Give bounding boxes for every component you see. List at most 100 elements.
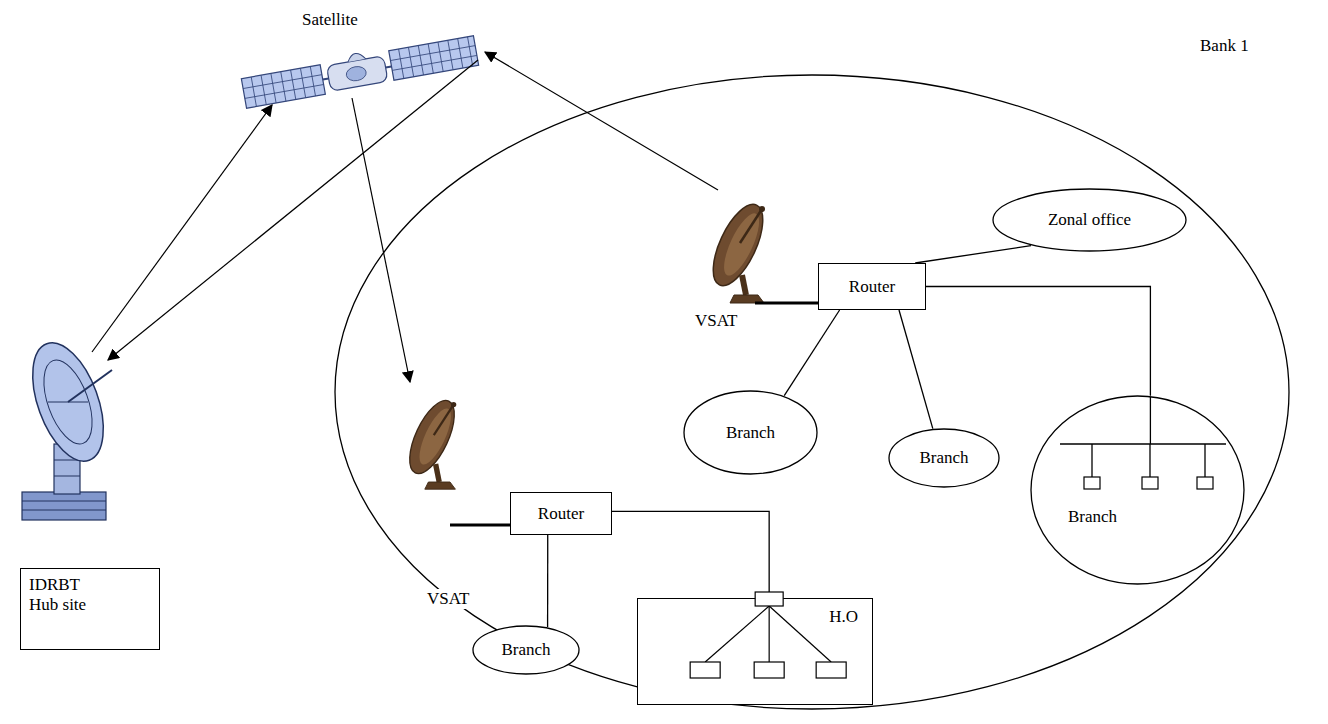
dish-mast: [436, 464, 440, 482]
lan-terminal: [1084, 477, 1100, 489]
dish-bowl: [401, 394, 464, 479]
lan-hub: [755, 592, 783, 606]
panel-grid: [271, 73, 276, 103]
panel-grid: [392, 55, 477, 70]
branch-office: Branch: [472, 625, 580, 675]
connector-line: [612, 511, 769, 598]
platform-stripe: [22, 510, 106, 511]
zonal-office: Zonal office: [992, 188, 1187, 252]
dish-feed: [434, 405, 454, 436]
node-label: Router: [538, 504, 584, 524]
node-label: Branch: [1068, 507, 1117, 527]
lan-terminal: [1197, 477, 1213, 489]
dish-base: [425, 482, 456, 489]
satellite-arm: [323, 79, 329, 80]
vsat-cable: [450, 524, 510, 527]
panel-grid: [399, 49, 404, 79]
panel-grid: [438, 42, 443, 72]
satellite-antenna: [347, 52, 366, 62]
dish-inner: [413, 405, 457, 469]
lan-link: [705, 606, 769, 662]
dish-bowl: [703, 198, 773, 293]
dish-mast: [742, 275, 746, 295]
branch-lan: Branch: [1030, 395, 1245, 585]
panel-grid: [281, 72, 286, 102]
node-label: Zonal office: [1048, 210, 1131, 230]
node-label: Branch: [726, 423, 775, 443]
vsat-cable: [755, 302, 818, 305]
satellite-icon: [240, 33, 478, 108]
lan-terminal: [690, 662, 720, 678]
solar-panel: [241, 65, 325, 108]
panel-grid: [243, 75, 322, 89]
panel-grid: [300, 68, 305, 98]
connector-line: [899, 310, 933, 429]
panel-grid: [418, 45, 423, 75]
lan-link: [769, 606, 831, 662]
tower-stripe: [54, 476, 80, 477]
lan-terminal: [1142, 477, 1158, 489]
satellite-label: Satellite: [300, 10, 360, 30]
lan-drop: [1150, 397, 1151, 444]
vsat-dish: [703, 198, 773, 303]
node-label: Router: [849, 277, 895, 297]
panel-grid: [251, 77, 256, 107]
lan-tap: [1204, 444, 1205, 477]
branch-office-shape: [684, 391, 817, 474]
satellite-arm: [386, 66, 392, 67]
node-label: Bank 1: [1200, 36, 1249, 56]
lan-link: [769, 606, 770, 662]
panel-grid: [428, 44, 433, 74]
node-label: Branch: [919, 448, 968, 468]
panel-grid: [458, 39, 463, 69]
panel-grid: [408, 47, 413, 77]
router-box: Router: [510, 492, 612, 535]
bank-region-shape: [335, 75, 1289, 709]
satellite-detail: [345, 65, 367, 82]
router-box: Router: [818, 263, 926, 310]
satellite-link-arrow: [92, 105, 272, 352]
bank-region: Bank 1Zonal officeRouterBranchBranchBran…: [334, 74, 1290, 710]
antenna-dish: [19, 333, 118, 470]
dish-inner: [717, 209, 766, 280]
hub-site-box: IDRBT Hub site: [20, 568, 160, 650]
vsat-dish: [401, 394, 464, 489]
node-label: Branch: [501, 640, 550, 660]
branch-office-shape: [889, 429, 999, 487]
solar-panel: [389, 36, 479, 80]
node-label: H.O: [829, 607, 858, 627]
hub-antenna: [19, 333, 118, 520]
dish-feed-horn: [451, 402, 456, 407]
satellite-link-arrow: [485, 52, 718, 190]
dish-feed: [740, 209, 762, 243]
branch-office-shape: [473, 626, 579, 674]
zonal-office-shape: [993, 189, 1186, 251]
panel-grid: [310, 67, 315, 97]
branch-lan-shape: [1031, 396, 1244, 584]
lan-terminal: [754, 662, 784, 678]
antenna-feed: [68, 370, 112, 402]
connector-line: [926, 287, 1150, 396]
branch-lan-outline: [1030, 395, 1245, 585]
vsat-label: VSAT: [425, 589, 472, 609]
connector-line: [784, 310, 839, 396]
lan-tap: [1091, 444, 1092, 477]
lan-terminal: [816, 662, 846, 678]
dish-feed-horn: [759, 206, 765, 212]
panel-grid: [448, 40, 453, 70]
branch-office: Branch: [683, 390, 818, 475]
panel-grid: [245, 85, 324, 99]
vsat-label: VSAT: [693, 311, 740, 331]
branch-office: Branch: [888, 428, 1000, 488]
platform-stripe: [22, 501, 106, 502]
connector-line: [547, 535, 548, 627]
lan-tap: [1149, 444, 1150, 477]
panel-grid: [261, 75, 266, 105]
head-office-box: H.O: [637, 598, 873, 705]
satellite-link-arrow: [352, 98, 410, 382]
lan-bus: [1060, 443, 1226, 444]
satellite-link-arrow: [108, 60, 478, 360]
antenna-platform: [22, 492, 106, 520]
